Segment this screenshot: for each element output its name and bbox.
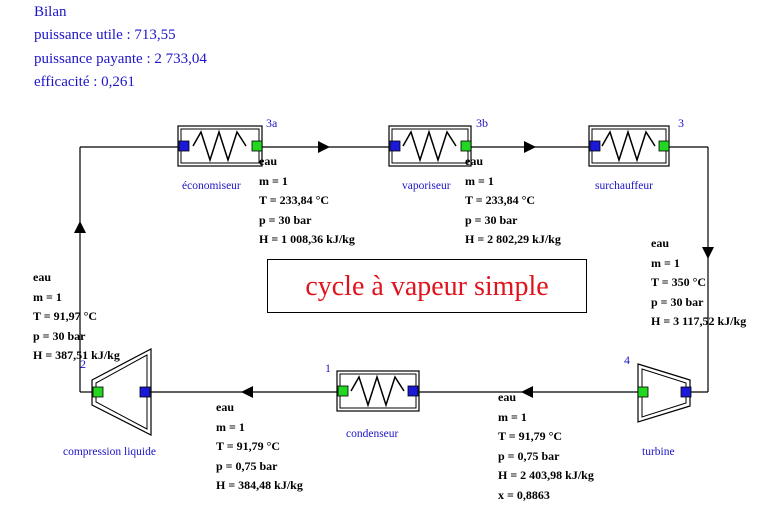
flow-arrows bbox=[74, 141, 714, 398]
state-4-x: x = 0,8863 bbox=[498, 487, 550, 502]
state-4-m: m = 1 bbox=[498, 409, 527, 424]
state-3a: eau m = 1 T = 233,84 °C p = 30 bar H = 1… bbox=[259, 152, 355, 250]
arrow-left-2 bbox=[241, 386, 253, 398]
state-3b: eau m = 1 T = 233,84 °C p = 30 bar H = 2… bbox=[465, 152, 561, 250]
state-1-m: m = 1 bbox=[216, 419, 245, 434]
arrow-right-2 bbox=[524, 141, 536, 153]
state-3b-p: p = 30 bar bbox=[465, 212, 518, 227]
compression-block bbox=[91, 348, 152, 436]
label-condenseur: condenseur bbox=[346, 428, 399, 440]
state-1-fluid: eau bbox=[216, 400, 234, 414]
state-4-p: p = 0,75 bar bbox=[498, 448, 560, 463]
arrow-right-1 bbox=[318, 141, 330, 153]
state-1-T: T = 91,79 °C bbox=[216, 439, 281, 453]
diagram-title: cycle à vapeur simple bbox=[267, 259, 587, 313]
puissance-payante: puissance payante : 2 733,04 bbox=[34, 51, 207, 67]
label-turbine: turbine bbox=[642, 446, 675, 458]
state-3: eau m = 1 T = 350 °C p = 30 bar H = 3 11… bbox=[651, 234, 746, 332]
state-2-m: m = 1 bbox=[33, 289, 62, 304]
point-3: 3 bbox=[678, 116, 684, 130]
label-surchauffeur: surchauffeur bbox=[595, 180, 653, 192]
state-3b-T: T = 233,84 °C bbox=[465, 193, 536, 207]
state-2: eau m = 1 T = 91,97 °C p = 30 bar H = 38… bbox=[33, 268, 120, 366]
state-3a-m: m = 1 bbox=[259, 173, 288, 188]
state-3-H: H = 3 117,52 kJ/kg bbox=[651, 314, 747, 328]
arrow-up bbox=[74, 221, 86, 233]
state-2-T: T = 91,97 °C bbox=[33, 309, 98, 323]
state-2-p: p = 30 bar bbox=[33, 328, 86, 343]
point-2: 2 bbox=[80, 357, 86, 371]
state-4-fluid: eau bbox=[498, 390, 516, 404]
state-3a-p: p = 30 bar bbox=[259, 212, 312, 227]
economiseur-block bbox=[177, 125, 263, 167]
state-1: eau m = 1 T = 91,79 °C p = 0,75 bar H = … bbox=[216, 398, 303, 496]
label-vaporiseur: vaporiseur bbox=[402, 180, 451, 192]
arrow-down bbox=[702, 247, 714, 259]
label-compression: compression liquide bbox=[63, 446, 156, 458]
state-2-H: H = 387,51 kJ/kg bbox=[33, 348, 120, 362]
state-3b-H: H = 2 802,29 kJ/kg bbox=[465, 232, 561, 246]
efficacite: efficacité : 0,261 bbox=[34, 74, 135, 90]
condenseur-block bbox=[336, 370, 420, 412]
surchauffeur-block bbox=[588, 125, 670, 167]
point-4: 4 bbox=[624, 353, 630, 367]
label-economiseur: économiseur bbox=[182, 180, 241, 192]
state-3-p: p = 30 bar bbox=[651, 294, 704, 309]
state-3-m: m = 1 bbox=[651, 255, 680, 270]
point-1: 1 bbox=[325, 361, 331, 375]
state-3a-H: H = 1 008,36 kJ/kg bbox=[259, 232, 355, 246]
state-1-H: H = 384,48 kJ/kg bbox=[216, 478, 303, 492]
state-3-T: T = 350 °C bbox=[651, 275, 707, 289]
state-4-H: H = 2 403,98 kJ/kg bbox=[498, 468, 594, 482]
arrow-left-1 bbox=[521, 386, 533, 398]
state-1-p: p = 0,75 bar bbox=[216, 458, 278, 473]
state-4-T: T = 91,79 °C bbox=[498, 429, 563, 443]
state-3a-T: T = 233,84 °C bbox=[259, 193, 330, 207]
state-3b-fluid: eau bbox=[465, 154, 483, 168]
point-3b: 3b bbox=[476, 116, 488, 130]
state-3b-m: m = 1 bbox=[465, 173, 494, 188]
state-2-fluid: eau bbox=[33, 270, 51, 284]
state-4: eau m = 1 T = 91,79 °C p = 0,75 bar H = … bbox=[498, 388, 594, 505]
point-3a: 3a bbox=[266, 116, 278, 130]
turbine-block bbox=[637, 363, 692, 423]
bilan-title: Bilan bbox=[34, 4, 67, 20]
state-3-fluid: eau bbox=[651, 236, 669, 250]
puissance-utile: puissance utile : 713,55 bbox=[34, 27, 176, 43]
state-3a-fluid: eau bbox=[259, 154, 277, 168]
vaporiseur-block bbox=[388, 125, 472, 167]
